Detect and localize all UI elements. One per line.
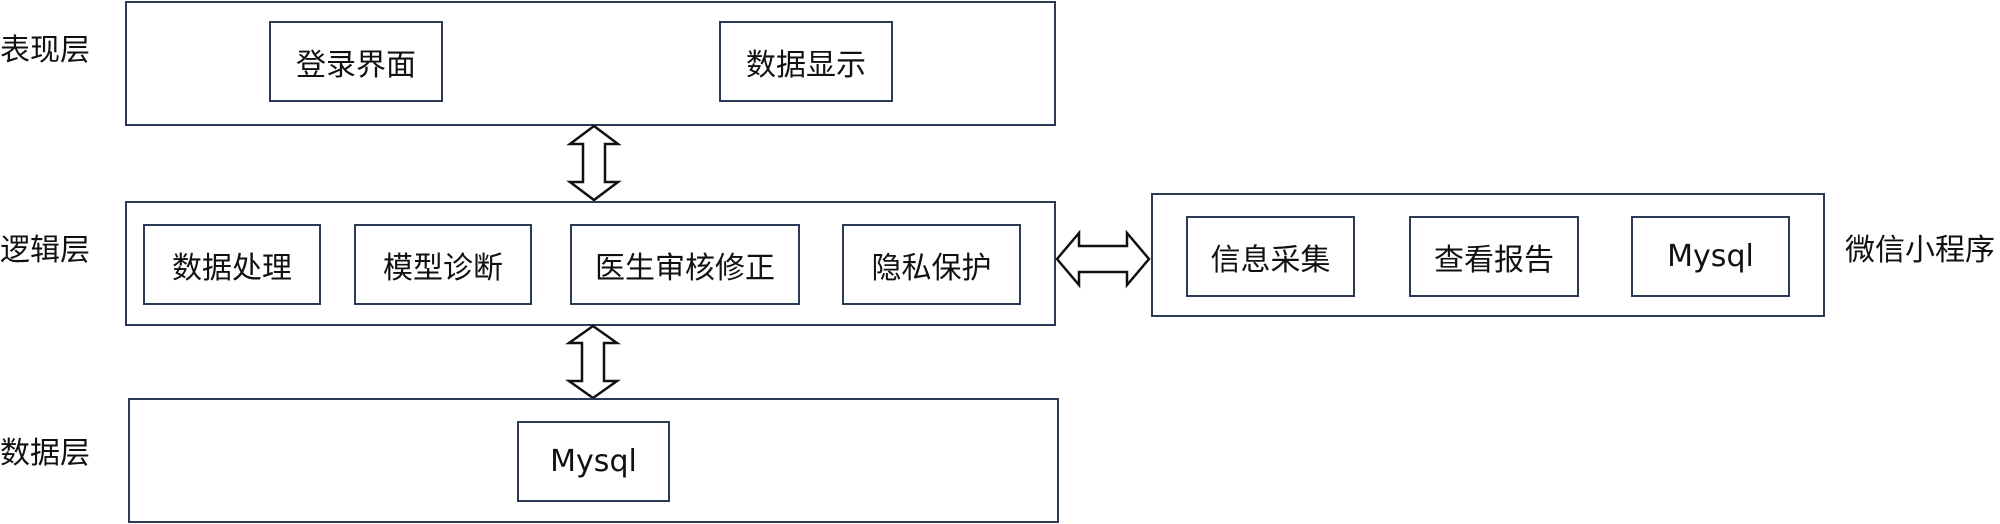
miniprogram-label: 微信小程序 <box>1845 233 1995 268</box>
logic-miniprogram-arrow <box>1055 229 1151 289</box>
data-processing-box: 数据处理 <box>143 224 321 305</box>
data-layer-label: 数据层 <box>0 436 90 471</box>
login-ui-box: 登录界面 <box>269 21 443 102</box>
logic-layer-box: 数据处理 模型诊断 医生审核修正 隐私保护 <box>125 201 1056 326</box>
data-layer-box: Mysql <box>128 398 1059 523</box>
logic-layer-label: 逻辑层 <box>0 233 90 268</box>
data-display-box: 数据显示 <box>719 21 893 102</box>
presentation-layer-box: 登录界面 数据显示 <box>125 1 1056 126</box>
presentation-logic-arrow <box>566 124 622 202</box>
miniprogram-mysql-box: Mysql <box>1631 216 1790 297</box>
miniprogram-box: 信息采集 查看报告 Mysql <box>1151 193 1825 317</box>
doctor-review-box: 医生审核修正 <box>570 224 800 305</box>
info-collection-box: 信息采集 <box>1186 216 1355 297</box>
model-diagnosis-box: 模型诊断 <box>354 224 532 305</box>
privacy-protection-box: 隐私保护 <box>842 224 1021 305</box>
logic-data-arrow <box>565 324 621 400</box>
view-report-box: 查看报告 <box>1409 216 1579 297</box>
data-mysql-box: Mysql <box>517 421 670 502</box>
presentation-layer-label: 表现层 <box>0 33 90 68</box>
